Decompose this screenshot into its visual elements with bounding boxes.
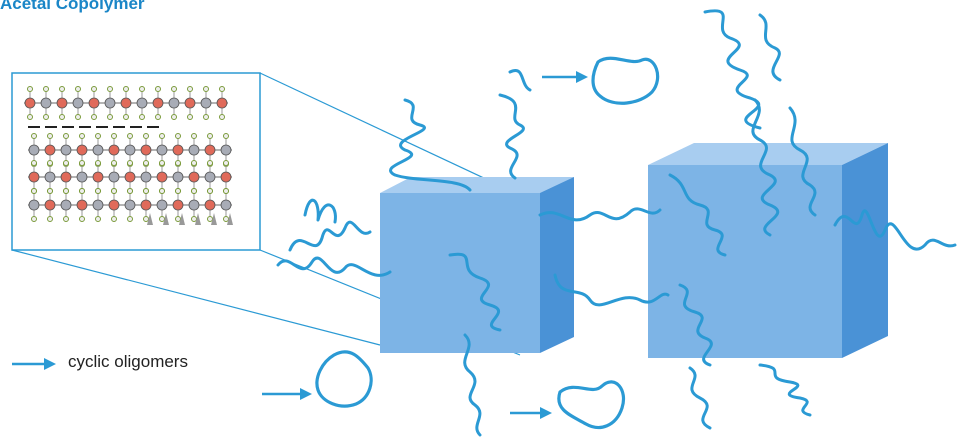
atom: [152, 97, 164, 109]
atom: [92, 199, 104, 211]
atom: [172, 199, 184, 211]
atom: [140, 199, 152, 211]
atom: [184, 97, 196, 109]
atom: [56, 97, 68, 109]
atom: [220, 144, 232, 156]
atom: [140, 144, 152, 156]
cyclic-oligomer-loops: [315, 56, 660, 430]
atom: [204, 199, 216, 211]
legend-arrow-icon: [12, 358, 56, 370]
atom: [76, 171, 88, 183]
atom: [136, 97, 148, 109]
atom: [40, 97, 52, 109]
diagram-title: Acetal Copolymer: [0, 0, 145, 13]
atom: [76, 144, 88, 156]
atom: [156, 144, 168, 156]
atom: [108, 199, 120, 211]
atom: [188, 144, 200, 156]
atom: [28, 171, 40, 183]
atom: [72, 97, 84, 109]
atom: [28, 199, 40, 211]
atom: [24, 97, 36, 109]
polymer-chains: [276, 9, 957, 437]
atom: [44, 171, 56, 183]
legend-label: cyclic oligomers: [68, 352, 188, 371]
atom: [204, 171, 216, 183]
atom: [124, 171, 136, 183]
atom: [188, 199, 200, 211]
atom: [60, 144, 72, 156]
atom: [88, 97, 100, 109]
atom: [60, 199, 72, 211]
atom: [92, 171, 104, 183]
atom: [60, 171, 72, 183]
atom: [172, 144, 184, 156]
atom: [124, 199, 136, 211]
atom: [168, 97, 180, 109]
atom: [124, 144, 136, 156]
crystallite-cube-small: [380, 177, 574, 353]
atom: [216, 97, 228, 109]
atom: [188, 171, 200, 183]
atom: [28, 144, 40, 156]
atom: [76, 199, 88, 211]
molecular-structure-inset: [11, 72, 261, 251]
atom: [220, 171, 232, 183]
atom: [44, 144, 56, 156]
atom: [156, 171, 168, 183]
oligomer-arrows: [262, 71, 588, 419]
atom: [108, 171, 120, 183]
atom: [92, 144, 104, 156]
atom: [44, 199, 56, 211]
atom: [172, 171, 184, 183]
atom: [104, 97, 116, 109]
atom: [200, 97, 212, 109]
atom: [108, 144, 120, 156]
atom: [220, 199, 232, 211]
atom: [156, 199, 168, 211]
atom: [204, 144, 216, 156]
atom: [140, 171, 152, 183]
crystallite-cube-large: [648, 143, 888, 358]
atom: [120, 97, 132, 109]
